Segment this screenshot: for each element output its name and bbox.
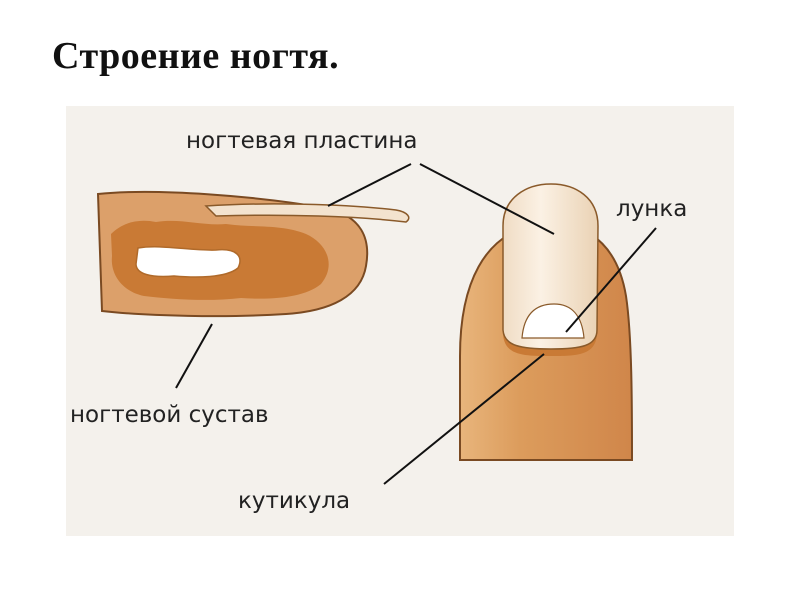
pointer-cuticle <box>383 353 545 485</box>
front-nail-plate <box>502 183 599 350</box>
label-lunula: лунка <box>616 196 688 222</box>
pointer-nail-joint <box>175 323 213 389</box>
nail-diagram <box>66 106 734 536</box>
pointer-nail-plate-side <box>327 163 412 207</box>
nail-structure-figure: ногтевая пластина лунка ногтевой сустав … <box>66 106 734 536</box>
pointer-nail-plate-front <box>419 163 555 235</box>
label-nail-joint: ногтевой сустав <box>70 402 269 428</box>
pointer-lines <box>175 163 657 485</box>
side-view-finger <box>96 190 410 318</box>
front-view-finger <box>459 183 634 461</box>
slide-title: Строение ногтя. <box>52 35 340 77</box>
pointer-lunula <box>565 227 657 333</box>
nail-joint-bone <box>135 246 241 278</box>
label-cuticle: кутикула <box>238 488 351 514</box>
label-nail-plate: ногтевая пластина <box>186 128 418 154</box>
side-nail-plate <box>204 203 410 223</box>
